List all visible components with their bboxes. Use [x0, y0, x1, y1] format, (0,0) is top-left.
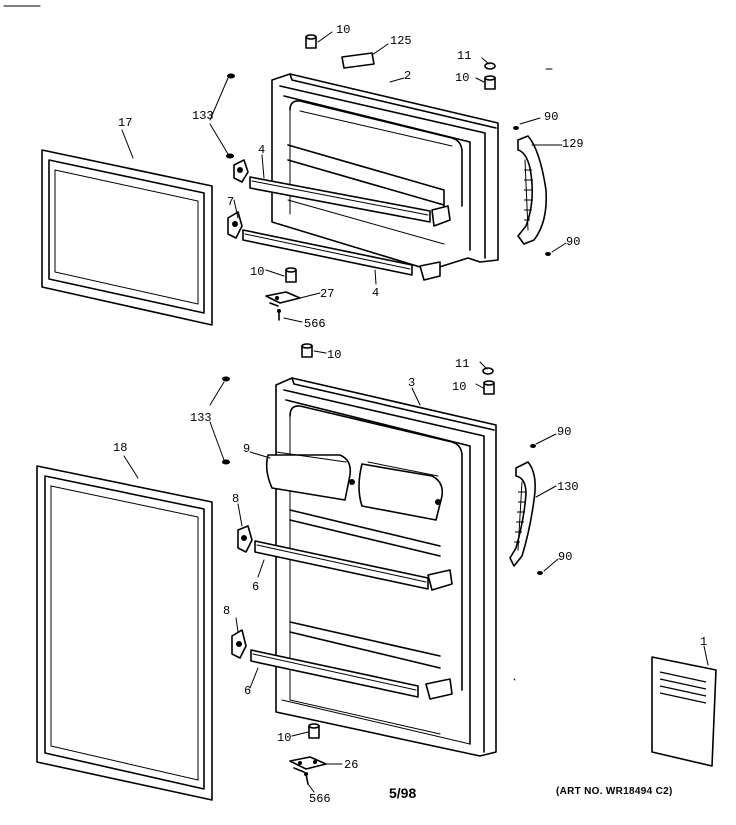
callout-1: 1 [700, 635, 707, 649]
callout-18: 18 [113, 441, 127, 455]
callout-27: 27 [320, 287, 334, 301]
callout-2: 2 [404, 69, 411, 83]
callout-10: 10 [250, 265, 264, 279]
bushing-11 [484, 62, 496, 70]
callout-17: 17 [118, 116, 132, 130]
leader-lines-bottom [123, 350, 709, 793]
callout-129: 129 [562, 137, 584, 151]
callout-3: 3 [408, 376, 415, 390]
callout-11: 11 [455, 357, 469, 371]
fresh-food-door-handle [509, 461, 536, 567]
dairy-door-left [265, 451, 355, 501]
callout-10: 10 [327, 348, 341, 362]
revision-date: 5/98 [389, 785, 416, 801]
fresh-food-door-gasket [36, 465, 213, 801]
callout-labels: 10 125 11 10 2 133 17 90 129 4 7 90 10 4… [113, 23, 707, 806]
stray-marks [3, 5, 553, 681]
door-plug-ff [301, 343, 313, 358]
callout-133: 133 [192, 109, 214, 123]
handle-screw-icon [513, 126, 551, 256]
door-shelf-bar-upper-ff [254, 540, 429, 590]
callout-566: 566 [309, 792, 331, 806]
callout-10: 10 [455, 71, 469, 85]
plug-10 [484, 75, 496, 90]
hinge-stop-ff-upper [237, 525, 253, 553]
door-shelf-bar-lower-ff [250, 649, 419, 698]
callout-90: 90 [557, 425, 571, 439]
art-number: (ART NO. WR18494 C2) [556, 786, 673, 797]
callout-90: 90 [566, 235, 580, 249]
bushing-11-ff [482, 367, 494, 375]
freezer-door-handle [517, 135, 548, 245]
door-shelf-bar-lower [242, 229, 413, 276]
callout-4: 4 [372, 286, 379, 300]
callout-7: 7 [227, 195, 234, 209]
callout-10: 10 [277, 731, 291, 745]
door-shelf-bar-upper [249, 176, 431, 223]
hinge-bracket-ff [289, 756, 327, 773]
door-plug-top [305, 34, 317, 49]
callout-8: 8 [223, 604, 230, 618]
callout-10: 10 [336, 23, 350, 37]
freezer-door-gasket [41, 149, 213, 326]
owners-manual-booklet [651, 656, 717, 767]
callout-26: 26 [344, 758, 358, 772]
callout-133: 133 [190, 411, 212, 425]
screw-icon [226, 73, 235, 159]
hinge-pin-plug-ff [308, 723, 320, 739]
hinge-stop-upper [233, 159, 249, 183]
callout-6: 6 [252, 580, 259, 594]
callout-6: 6 [244, 684, 251, 698]
callout-9: 9 [243, 442, 250, 456]
fresh-food-door-liner [275, 377, 497, 757]
freezer-door-liner [271, 73, 499, 281]
hinge-screw-icon [277, 309, 281, 321]
hinge-pin-plug [285, 267, 297, 283]
callout-90: 90 [558, 550, 572, 564]
callout-125: 125 [390, 34, 412, 48]
handle-screw-icon-ff [530, 444, 543, 575]
plug-10-ff [483, 380, 495, 395]
callout-130: 130 [557, 480, 579, 494]
callout-10: 10 [452, 380, 466, 394]
trim-cap [341, 52, 375, 69]
hinge-stop-lower [227, 211, 243, 239]
hinge-screw-icon-ff [304, 772, 309, 785]
callout-566: 566 [304, 317, 326, 331]
callout-90: 90 [544, 110, 558, 124]
hinge-bracket [265, 291, 301, 307]
screw-icon-ff [222, 376, 230, 465]
callout-11: 11 [457, 49, 471, 63]
hinge-stop-ff-lower [231, 629, 247, 659]
leader-lines-top [121, 31, 567, 323]
callout-4: 4 [258, 143, 265, 157]
callout-8: 8 [232, 492, 239, 506]
dairy-door-right [358, 461, 444, 521]
